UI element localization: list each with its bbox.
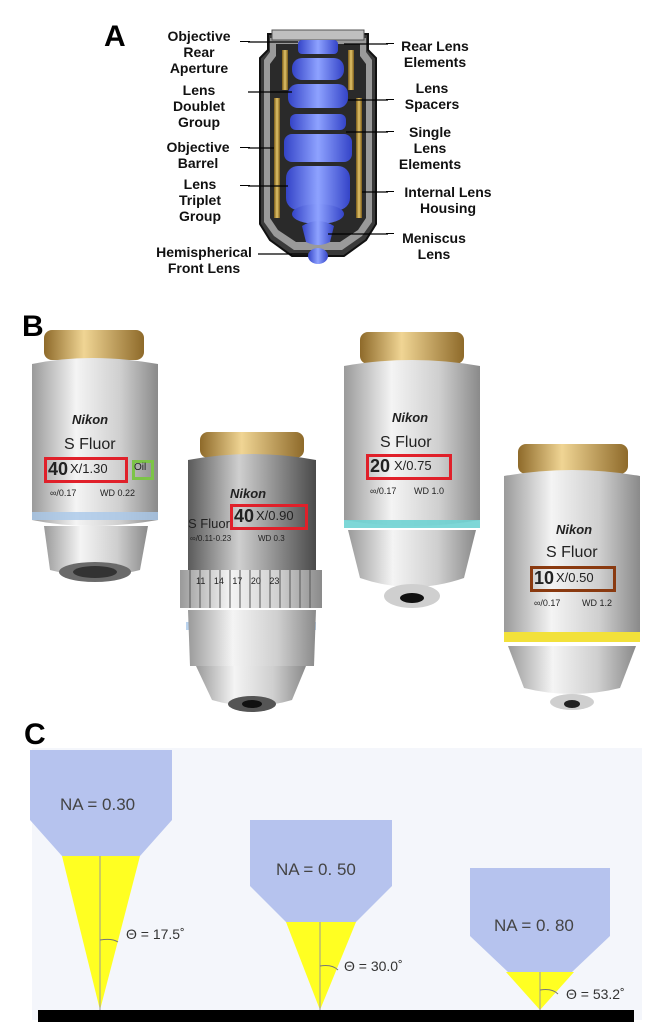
- theta-label-3: Θ = 53.2˚: [566, 986, 625, 1002]
- leader-line: [386, 99, 394, 100]
- panel-b-letter: B: [22, 310, 44, 343]
- light-cone-1: [62, 856, 140, 1010]
- obj2-sub: ∞/0.11-0.23: [190, 534, 232, 543]
- leader-line: [386, 191, 394, 192]
- objective-3: [344, 332, 480, 608]
- obj3-magnification: 20: [370, 456, 391, 476]
- na-label-2: NA = 0. 50: [276, 860, 356, 879]
- obj2-highlight-box: [230, 504, 308, 530]
- obj1-highlight-box: [44, 457, 128, 483]
- obj4-wd: WD 1.2: [582, 598, 613, 608]
- objective-photo-group: [32, 330, 640, 712]
- leader-line: [240, 147, 250, 148]
- numerical-aperture-diagram: [30, 750, 634, 1022]
- obj1-model: S Fluor: [64, 436, 116, 453]
- leader-line: [386, 43, 394, 44]
- objective-body-1: [30, 750, 172, 856]
- obj1-oil-box: [132, 460, 154, 480]
- objective-4: [504, 444, 640, 710]
- obj3-wd: WD 1.0: [414, 486, 445, 496]
- obj4-highlight-box: [530, 566, 616, 592]
- panel-a-letter: A: [104, 20, 126, 53]
- obj3-brand: Nikon: [392, 410, 429, 425]
- obj1-wd: WD 0.22: [100, 488, 136, 498]
- theta-label-2: Θ = 30.0˚: [344, 958, 403, 974]
- obj4-brand: Nikon: [556, 522, 593, 537]
- leader-line: [240, 185, 250, 186]
- obj1-na: X/1.30: [70, 461, 108, 476]
- obj2-wd: WD 0.3: [258, 534, 285, 543]
- leader-line: [386, 233, 394, 234]
- obj4-magnification: 10: [534, 568, 555, 588]
- panel-c-letter: C: [24, 718, 46, 751]
- obj1-magnification: 40: [48, 459, 69, 479]
- na-label-1: NA = 0.30: [60, 795, 136, 814]
- leader-line: [386, 131, 394, 132]
- obj1-brand: Nikon: [72, 412, 109, 427]
- obj2-magnification: 40: [234, 506, 255, 526]
- obj2-na: X/0.90: [256, 508, 294, 523]
- obj3-na: X/0.75: [394, 458, 432, 473]
- obj1-oil: Oil: [134, 462, 147, 473]
- obj3-model: S Fluor: [380, 434, 432, 451]
- objective-body-3: [470, 868, 610, 972]
- objective-body-2: [250, 820, 392, 922]
- obj1-sub: ∞/0.17: [50, 488, 77, 498]
- objective-1: [32, 330, 158, 582]
- objective-2: [180, 432, 322, 712]
- obj4-na: X/0.50: [556, 570, 594, 585]
- obj4-sub: ∞/0.17: [534, 598, 561, 608]
- theta-label-1: Θ = 17.5˚: [126, 926, 185, 942]
- objective-cross-section: [248, 29, 388, 264]
- obj2-correction-scale: 11 14 17 20 23: [196, 576, 280, 586]
- obj2-model: S Fluor: [188, 516, 230, 531]
- obj3-highlight-box: [366, 454, 452, 480]
- obj3-sub: ∞/0.17: [370, 486, 397, 496]
- specimen-stage: [38, 1010, 634, 1022]
- obj2-brand: Nikon: [230, 486, 267, 501]
- obj4-model: S Fluor: [546, 544, 598, 561]
- na-label-3: NA = 0. 80: [494, 916, 574, 935]
- leader-line: [240, 41, 250, 42]
